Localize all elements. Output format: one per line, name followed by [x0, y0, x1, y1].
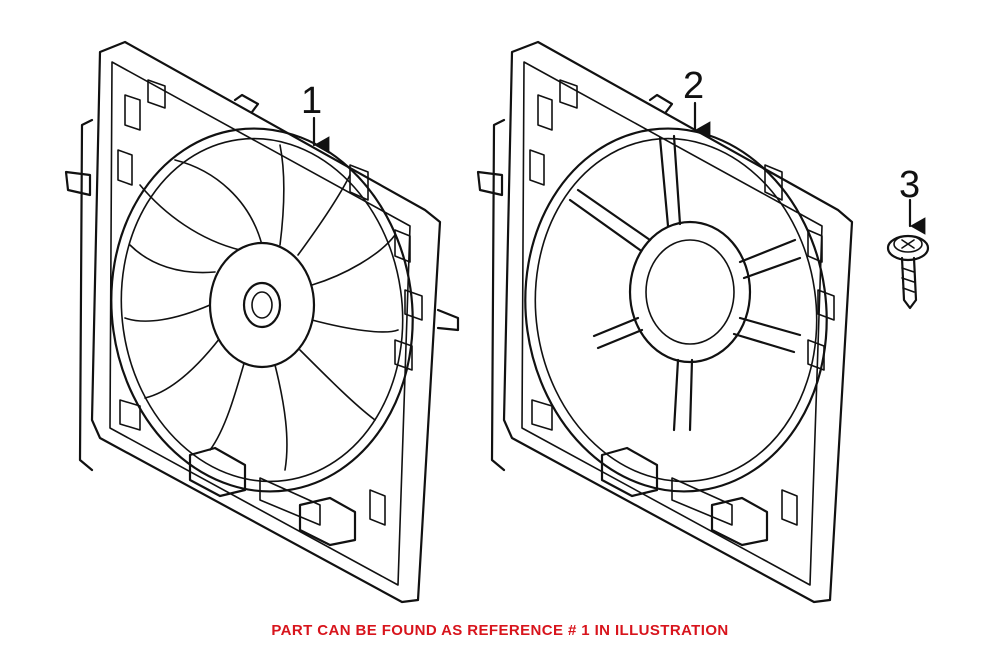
callout-2-label: 2 [683, 65, 705, 107]
callout-leaders [312, 101, 926, 235]
part-2-fan-shroud [476, 40, 854, 604]
part-1-fan-assembly [64, 40, 460, 604]
callout-3-label: 3 [899, 164, 921, 206]
callout-1-label: 1 [301, 80, 323, 122]
reference-caption: PART CAN BE FOUND AS REFERENCE # 1 IN IL… [271, 622, 729, 639]
part-3-screw [886, 234, 930, 310]
